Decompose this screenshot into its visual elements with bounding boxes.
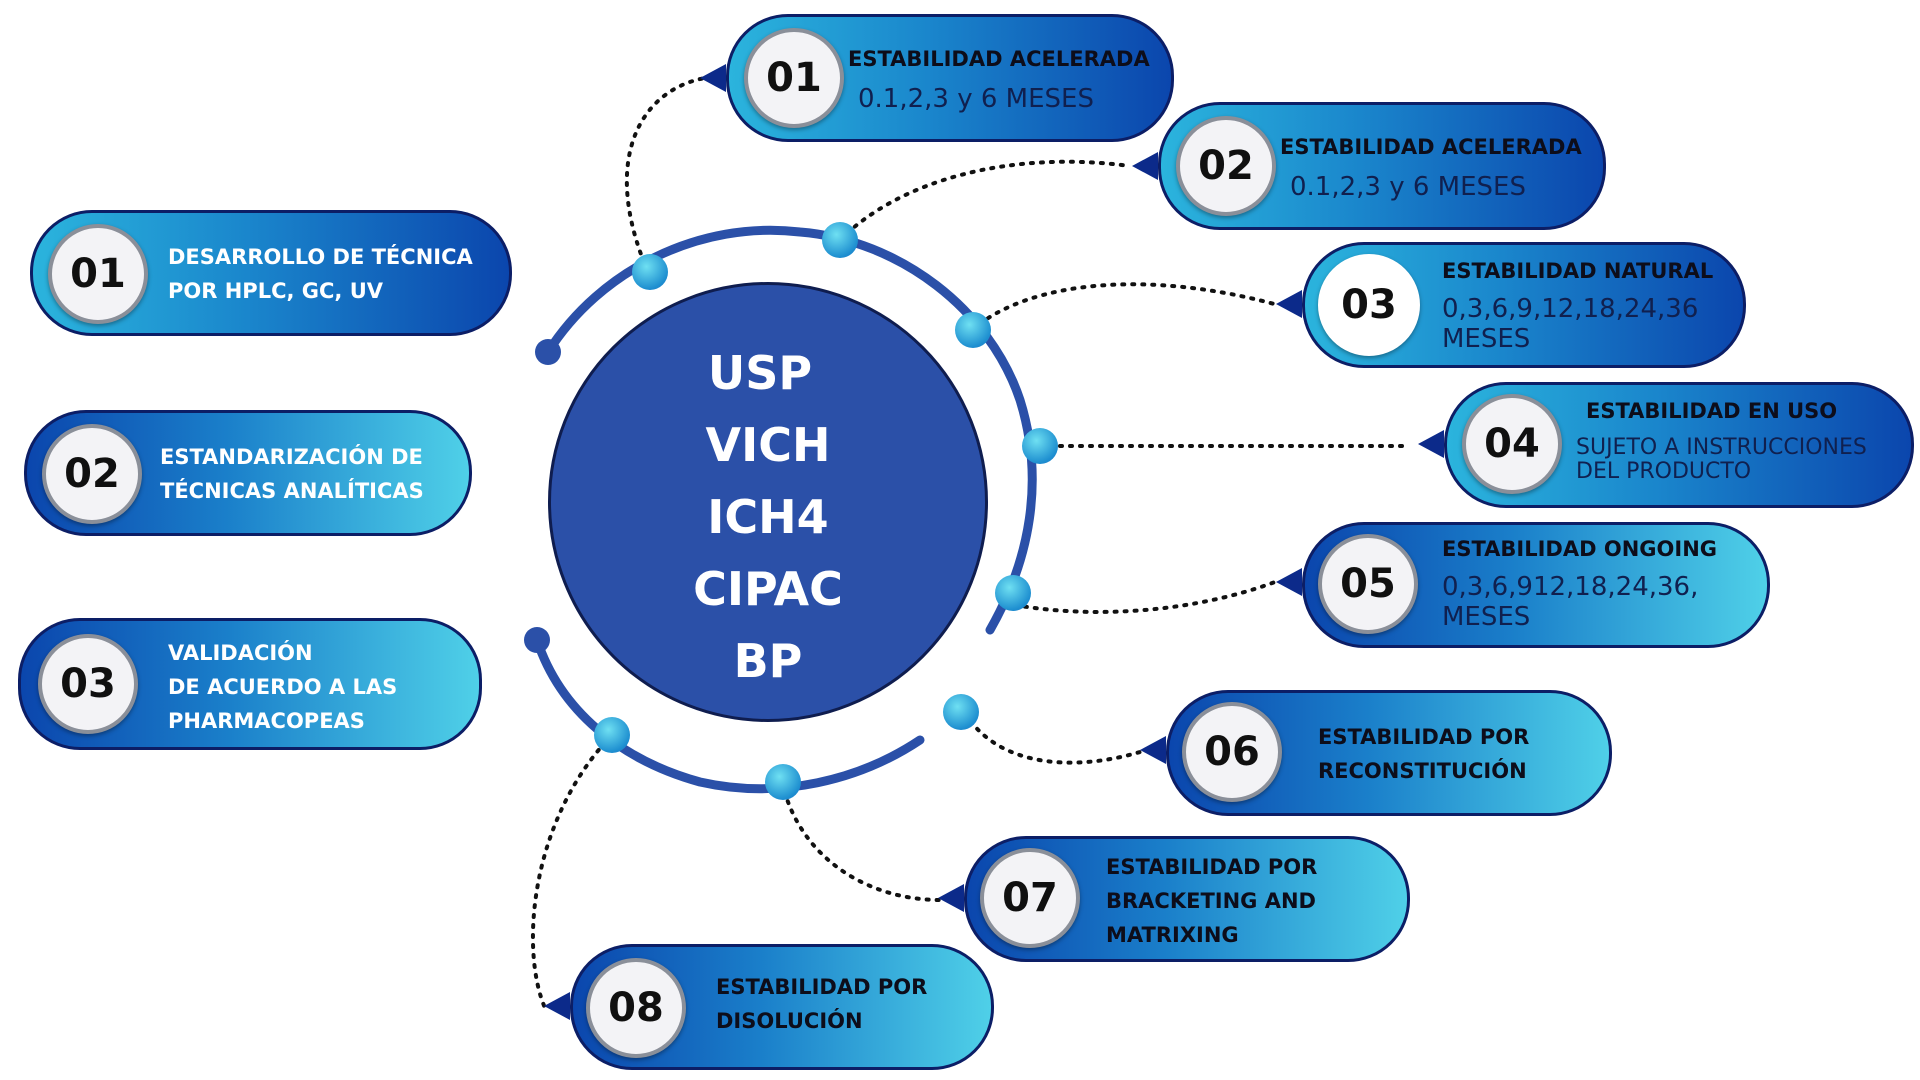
right-item-05-number: 05 bbox=[1318, 534, 1418, 634]
ring-node-dot bbox=[822, 222, 858, 258]
ring-node-dot bbox=[955, 312, 991, 348]
right-item-03-title: ESTABILIDAD NATURAL bbox=[1442, 259, 1714, 283]
ring-arc-lower bbox=[532, 635, 925, 794]
connector-02 bbox=[838, 159, 1132, 242]
right-item-01-title: ESTABILIDAD ACELERADA bbox=[848, 47, 1150, 71]
right-item-05-detail: 0,3,6,912,18,24,36,MESES bbox=[1442, 572, 1699, 632]
standards-hub bbox=[548, 282, 988, 722]
hub-line-vich: VICH bbox=[705, 418, 831, 472]
hub-line-bp: BP bbox=[733, 634, 803, 688]
right-item-08-number: 08 bbox=[586, 958, 686, 1058]
pointer-02 bbox=[1132, 152, 1158, 180]
ring-node-dot bbox=[943, 694, 979, 730]
ring-node-dot bbox=[632, 254, 668, 290]
hub-line-ich4: ICH4 bbox=[707, 490, 829, 544]
right-item-01-detail: 0.1,2,3 y 6 MESES bbox=[858, 84, 1094, 114]
pointer-05 bbox=[1276, 568, 1302, 596]
right-item-05-title: ESTABILIDAD ONGOING bbox=[1442, 537, 1717, 561]
connector-01 bbox=[624, 76, 707, 274]
left-item-01-number: 01 bbox=[48, 224, 148, 324]
ring-node-dot bbox=[1022, 428, 1058, 464]
ring-end-cap bbox=[524, 627, 550, 653]
ring-end-cap bbox=[535, 339, 561, 365]
pointer-01 bbox=[700, 64, 726, 92]
pointer-08 bbox=[544, 992, 570, 1020]
ring-node-dot bbox=[594, 717, 630, 753]
right-item-03-number: 03 bbox=[1318, 254, 1420, 356]
right-item-02-detail: 0.1,2,3 y 6 MESES bbox=[1290, 172, 1526, 202]
hub-line-usp: USP bbox=[707, 346, 813, 400]
left-item-02-number: 02 bbox=[42, 424, 142, 524]
right-item-02-title: ESTABILIDAD ACELERADA bbox=[1280, 135, 1582, 159]
right-item-07-number: 07 bbox=[980, 848, 1080, 948]
right-item-01-number: 01 bbox=[744, 28, 844, 128]
ring-node-dot bbox=[765, 764, 801, 800]
pointer-06 bbox=[1140, 736, 1166, 764]
pointer-07 bbox=[938, 884, 964, 912]
right-item-06-number: 06 bbox=[1182, 702, 1282, 802]
right-item-02-number: 02 bbox=[1176, 116, 1276, 216]
pointer-03 bbox=[1276, 290, 1302, 318]
connector-07 bbox=[780, 780, 942, 902]
hub-line-cipac: CIPAC bbox=[693, 562, 843, 616]
left-item-03-number: 03 bbox=[38, 634, 138, 734]
connector-06 bbox=[963, 711, 1142, 765]
ring-node-dot bbox=[995, 575, 1031, 611]
right-item-04-number: 04 bbox=[1462, 394, 1562, 494]
connector-03 bbox=[970, 282, 1280, 332]
connector-05 bbox=[1013, 580, 1277, 614]
right-item-04-title: ESTABILIDAD EN USO bbox=[1586, 399, 1838, 423]
pointer-04 bbox=[1418, 430, 1444, 458]
